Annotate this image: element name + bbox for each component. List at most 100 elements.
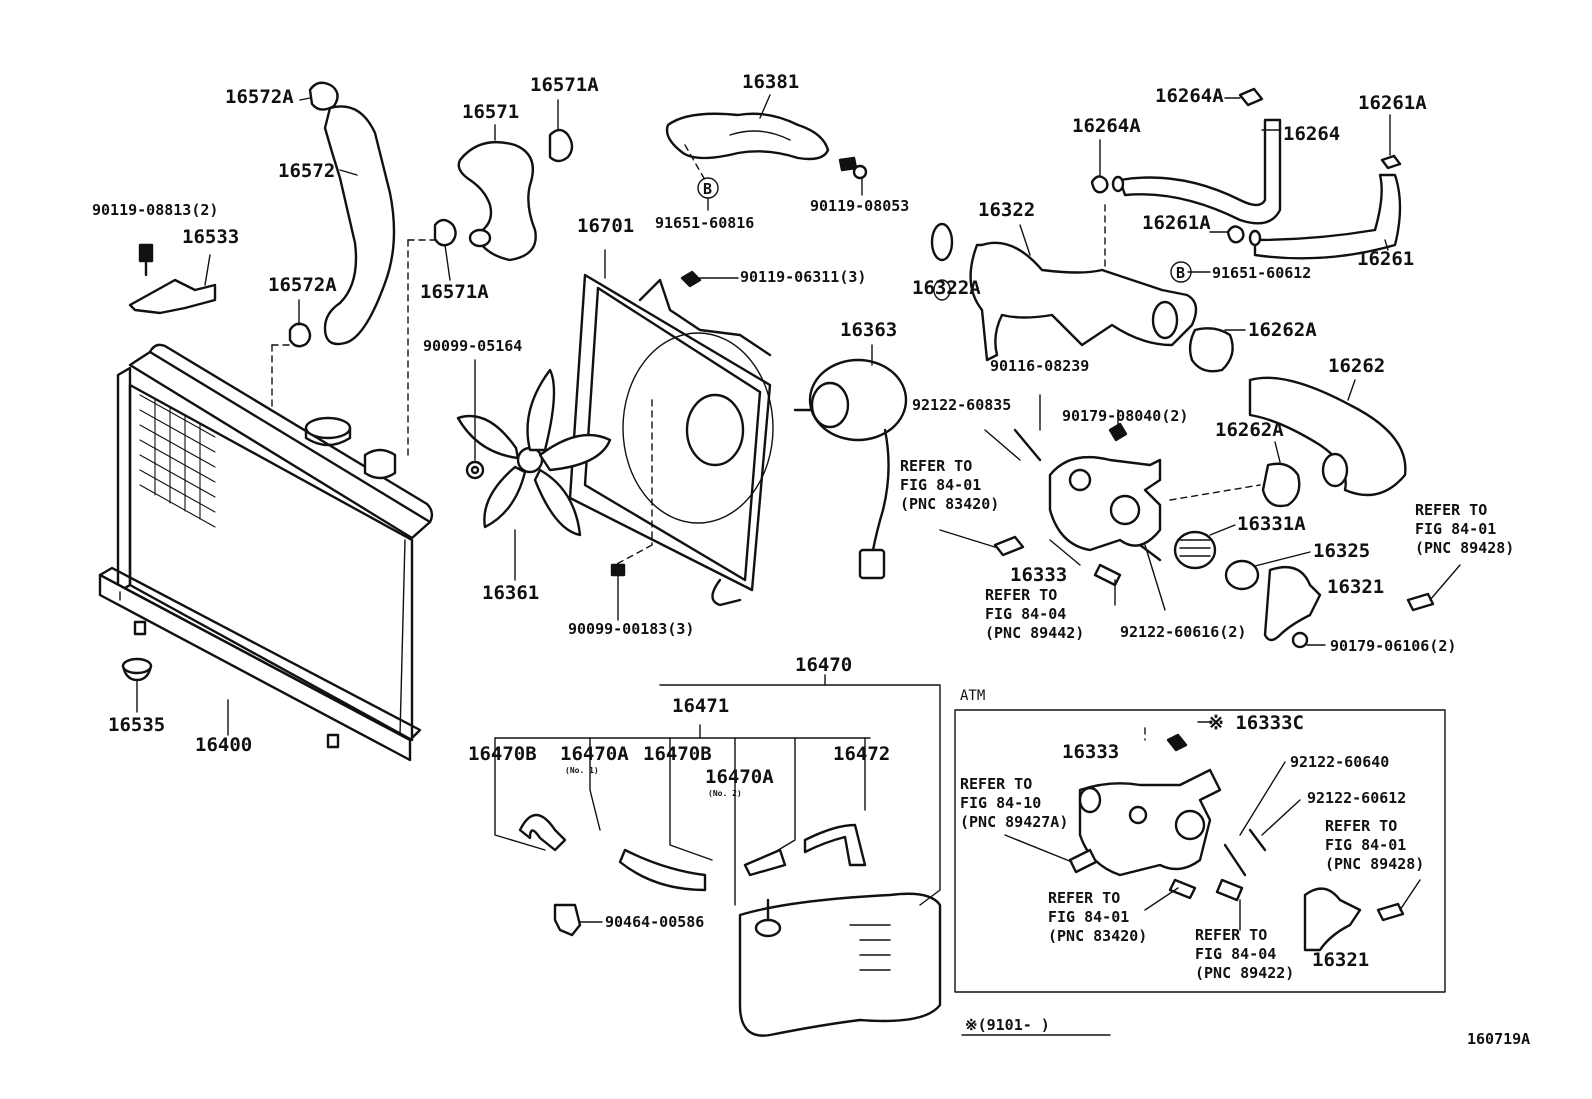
label-16701: 16701: [577, 215, 635, 237]
radiator-core: [139, 394, 216, 528]
label-16333C: ※ 16333C: [1208, 712, 1304, 734]
label-16533: 16533: [182, 226, 240, 248]
bolt-90119-06311: [680, 270, 739, 288]
label-91651-60816: 91651-60816: [655, 214, 755, 232]
label-16363: 16363: [840, 319, 898, 341]
label-16400: 16400: [195, 734, 253, 756]
bracket-16381: [665, 94, 830, 181]
ref-fig84-01-pnc83420: REFER TO FIG 84-01 (PNC 83420): [900, 457, 1000, 513]
bypass-pipe-16322: [930, 204, 1198, 362]
label-90464-00586: 90464-00586: [605, 913, 705, 931]
note-no2: (No. 2): [708, 789, 742, 798]
label-16264: 16264: [1283, 123, 1341, 145]
label-91651-60612: 91651-60612: [1212, 264, 1312, 282]
atm-box: [954, 709, 1446, 1036]
label-16262: 16262: [1328, 355, 1386, 377]
water-inlet-housing: [939, 394, 1261, 611]
label-16472: 16472: [833, 743, 891, 765]
label-16262A-mid: 16262A: [1215, 419, 1284, 441]
clamp-90464-00586: [553, 903, 603, 937]
label-16470: 16470: [795, 654, 853, 676]
label-16262A-top: 16262A: [1248, 319, 1317, 341]
hose-16470A-no1: [618, 848, 707, 892]
label-16572A-mid: 16572A: [268, 274, 337, 296]
hose-16470B-left: [518, 813, 567, 852]
label-16571A-bot: 16571A: [420, 281, 489, 303]
label-90099-05164: 90099-05164: [423, 337, 523, 355]
label-16322: 16322: [978, 199, 1036, 221]
clamp-16262A-mid: [1261, 441, 1301, 508]
ref-atm-fig84-01-pnc83420: REFER TO FIG 84-01 (PNC 83420): [1048, 889, 1148, 945]
marker-b-label-2: B: [1176, 264, 1186, 282]
label-90116-08239: 90116-08239: [990, 357, 1090, 375]
label-90119-06311: 90119-06311(3): [740, 268, 867, 286]
label-16321-atm: 16321: [1312, 949, 1370, 971]
label-16470B-mid: 16470B: [643, 743, 712, 765]
label-16264A-mid: 16264A: [1072, 115, 1141, 137]
label-16571: 16571: [462, 101, 520, 123]
label-16333-atm: 16333: [1062, 741, 1120, 763]
label-16470A-no2: 16470A: [705, 766, 774, 788]
label-92122-60835: 92122-60835: [912, 396, 1012, 414]
thermostat-16331A: [1173, 524, 1236, 570]
label-16333: 16333: [1010, 564, 1068, 586]
fan-16361: [456, 368, 612, 581]
fan-motor-16363: [793, 344, 908, 580]
nut-90099-05164: [465, 359, 485, 480]
label-16321: 16321: [1327, 576, 1385, 598]
fan-shroud-16701: [568, 249, 774, 607]
label-90119-08053: 90119-08053: [810, 197, 910, 215]
marker-b-label-1: B: [703, 180, 713, 198]
ref-atm-fig84-01-pnc89428: REFER TO FIG 84-01 (PNC 89428): [1325, 817, 1425, 873]
label-16471: 16471: [672, 695, 730, 717]
bolt-90119-08053: [838, 156, 868, 196]
gasket-16325: [1224, 551, 1311, 591]
label-16261A-mid: 16261A: [1142, 212, 1211, 234]
bracket-16533: [128, 243, 217, 315]
label-92122-60616: 92122-60616(2): [1120, 623, 1247, 641]
label-92122-60640: 92122-60640: [1290, 753, 1390, 771]
clamp-16470A-no2: [743, 848, 787, 877]
hose-16262: [1248, 376, 1407, 497]
ref-fig84-01-pnc89428: REFER TO FIG 84-01 (PNC 89428): [1415, 501, 1515, 557]
label-16264A-top: 16264A: [1155, 85, 1224, 107]
hose-16261: [1209, 114, 1402, 260]
label-16571A-top: 16571A: [530, 74, 599, 96]
label-90179-08040: 90179-08040(2): [1062, 407, 1189, 425]
radiator-16400: [98, 343, 434, 762]
label-90179-06106: 90179-06106(2): [1330, 637, 1457, 655]
water-inlet-16321: [1263, 564, 1461, 649]
label-16261: 16261: [1357, 248, 1415, 270]
gasket-16322A-ring: [933, 279, 951, 301]
label-16361: 16361: [482, 582, 540, 604]
atm-variant-note: ※(9101- ): [965, 1016, 1050, 1034]
note-no1: (No. 1): [565, 766, 599, 775]
hose-16571: [407, 99, 574, 456]
figure-code: 160719A: [1467, 1030, 1531, 1048]
label-16470A-no1: 16470A: [560, 743, 629, 765]
label-16331A: 16331A: [1237, 513, 1306, 535]
hose-16572: [271, 81, 396, 411]
label-92122-60612: 92122-60612: [1307, 789, 1407, 807]
atm-title: ATM: [960, 688, 986, 704]
label-16572A-top: 16572A: [225, 86, 294, 108]
label-16381: 16381: [742, 71, 800, 93]
label-16535: 16535: [108, 714, 166, 736]
label-16572: 16572: [278, 160, 336, 182]
ref-atm-fig84-10-pnc89427A: REFER TO FIG 84-10 (PNC 89427A): [960, 775, 1069, 831]
reserve-tank-16470: [494, 674, 942, 1037]
label-90099-00183: 90099-00183(3): [568, 620, 695, 638]
bolt-90099-00183: [610, 563, 626, 621]
clamp-16262A-top: [1188, 327, 1234, 373]
ref-fig84-04-pnc89442: REFER TO FIG 84-04 (PNC 89442): [985, 586, 1085, 642]
label-90119-08813: 90119-08813(2): [92, 201, 219, 219]
hose-16264: [1090, 87, 1282, 225]
label-16322A: 16322A: [912, 277, 981, 299]
label-16470B-left: 16470B: [468, 743, 537, 765]
ref-atm-fig84-04-pnc89422: REFER TO FIG 84-04 (PNC 89422): [1195, 926, 1295, 982]
label-16261A-top: 16261A: [1358, 92, 1427, 114]
hose-16472: [803, 823, 867, 867]
label-16325: 16325: [1313, 540, 1371, 562]
